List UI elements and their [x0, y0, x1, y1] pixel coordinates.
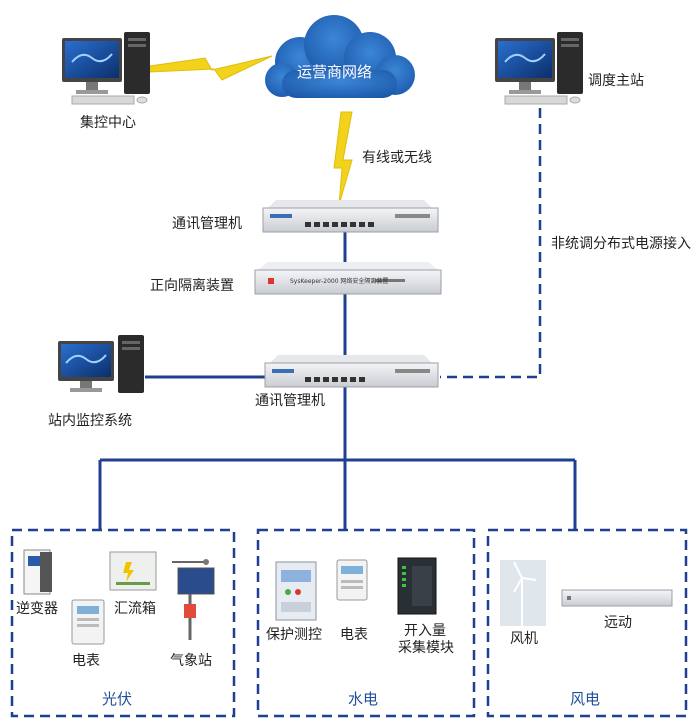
pv-group-title: 光伏	[102, 690, 133, 708]
pv-meter-label: 电表	[72, 653, 100, 669]
dashed-connection-lines	[10, 108, 688, 718]
combiner-label: 汇流箱	[114, 601, 156, 617]
weather-station-label: 气象站	[170, 653, 212, 669]
cloud-label: 运营商网络	[297, 63, 373, 81]
comm-manager-top-device	[262, 200, 439, 233]
io-module-icon	[397, 557, 437, 615]
io-module-label-line2: 采集模块	[398, 640, 454, 656]
dispatch-dashed-link	[440, 108, 542, 379]
hydro-meter-label: 电表	[340, 627, 368, 643]
comm-manager-bottom-device	[264, 355, 439, 388]
isolation-device	[254, 262, 442, 295]
inverter-label: 逆变器	[16, 601, 58, 617]
weather-station-icon	[172, 559, 215, 640]
isolation-label: 正向隔离装置	[150, 278, 234, 294]
io-module-label-line1: 开入量	[404, 623, 446, 639]
group-box-pv	[10, 528, 236, 718]
group-box-hydro	[256, 528, 476, 718]
rtu-label: 远动	[604, 615, 632, 631]
wind-turbine-icon	[500, 560, 546, 626]
lightning-bolt-horizontal	[149, 55, 273, 81]
station-monitor-label: 站内监控系统	[48, 413, 132, 429]
operator-network-cloud	[265, 15, 415, 98]
computer-icon-station-monitor	[58, 335, 144, 393]
dispatch-station-label: 调度主站	[588, 73, 644, 89]
inverter-icon	[23, 549, 52, 595]
combiner-box-icon	[109, 551, 157, 591]
hydro-meter-icon	[336, 559, 368, 601]
wired-wireless-label: 有线或无线	[362, 150, 432, 166]
comm-manager-bottom-label: 通讯管理机	[255, 393, 325, 409]
comm-manager-top-label: 通讯管理机	[172, 216, 242, 232]
solid-connection-lines	[98, 232, 577, 530]
protection-control-icon	[275, 561, 317, 621]
computer-icon-dispatch	[495, 32, 583, 105]
control-center-label: 集控中心	[80, 115, 136, 131]
hydro-group-title: 水电	[348, 690, 379, 708]
wind-group-title: 风电	[570, 690, 601, 708]
isolation-panel-text: SysKeeper-2000 网络安全隔离装置	[290, 278, 389, 285]
lightning-bolt-vertical	[333, 111, 353, 206]
turbine-label: 风机	[510, 631, 538, 647]
non-unified-access-label: 非统调分布式电源接入	[551, 236, 691, 252]
rtu-device-icon	[561, 589, 673, 607]
computer-icon-control-center	[62, 32, 150, 105]
protection-label: 保护测控	[266, 627, 322, 643]
group-box-wind	[486, 528, 688, 718]
pv-meter-icon	[71, 599, 105, 645]
